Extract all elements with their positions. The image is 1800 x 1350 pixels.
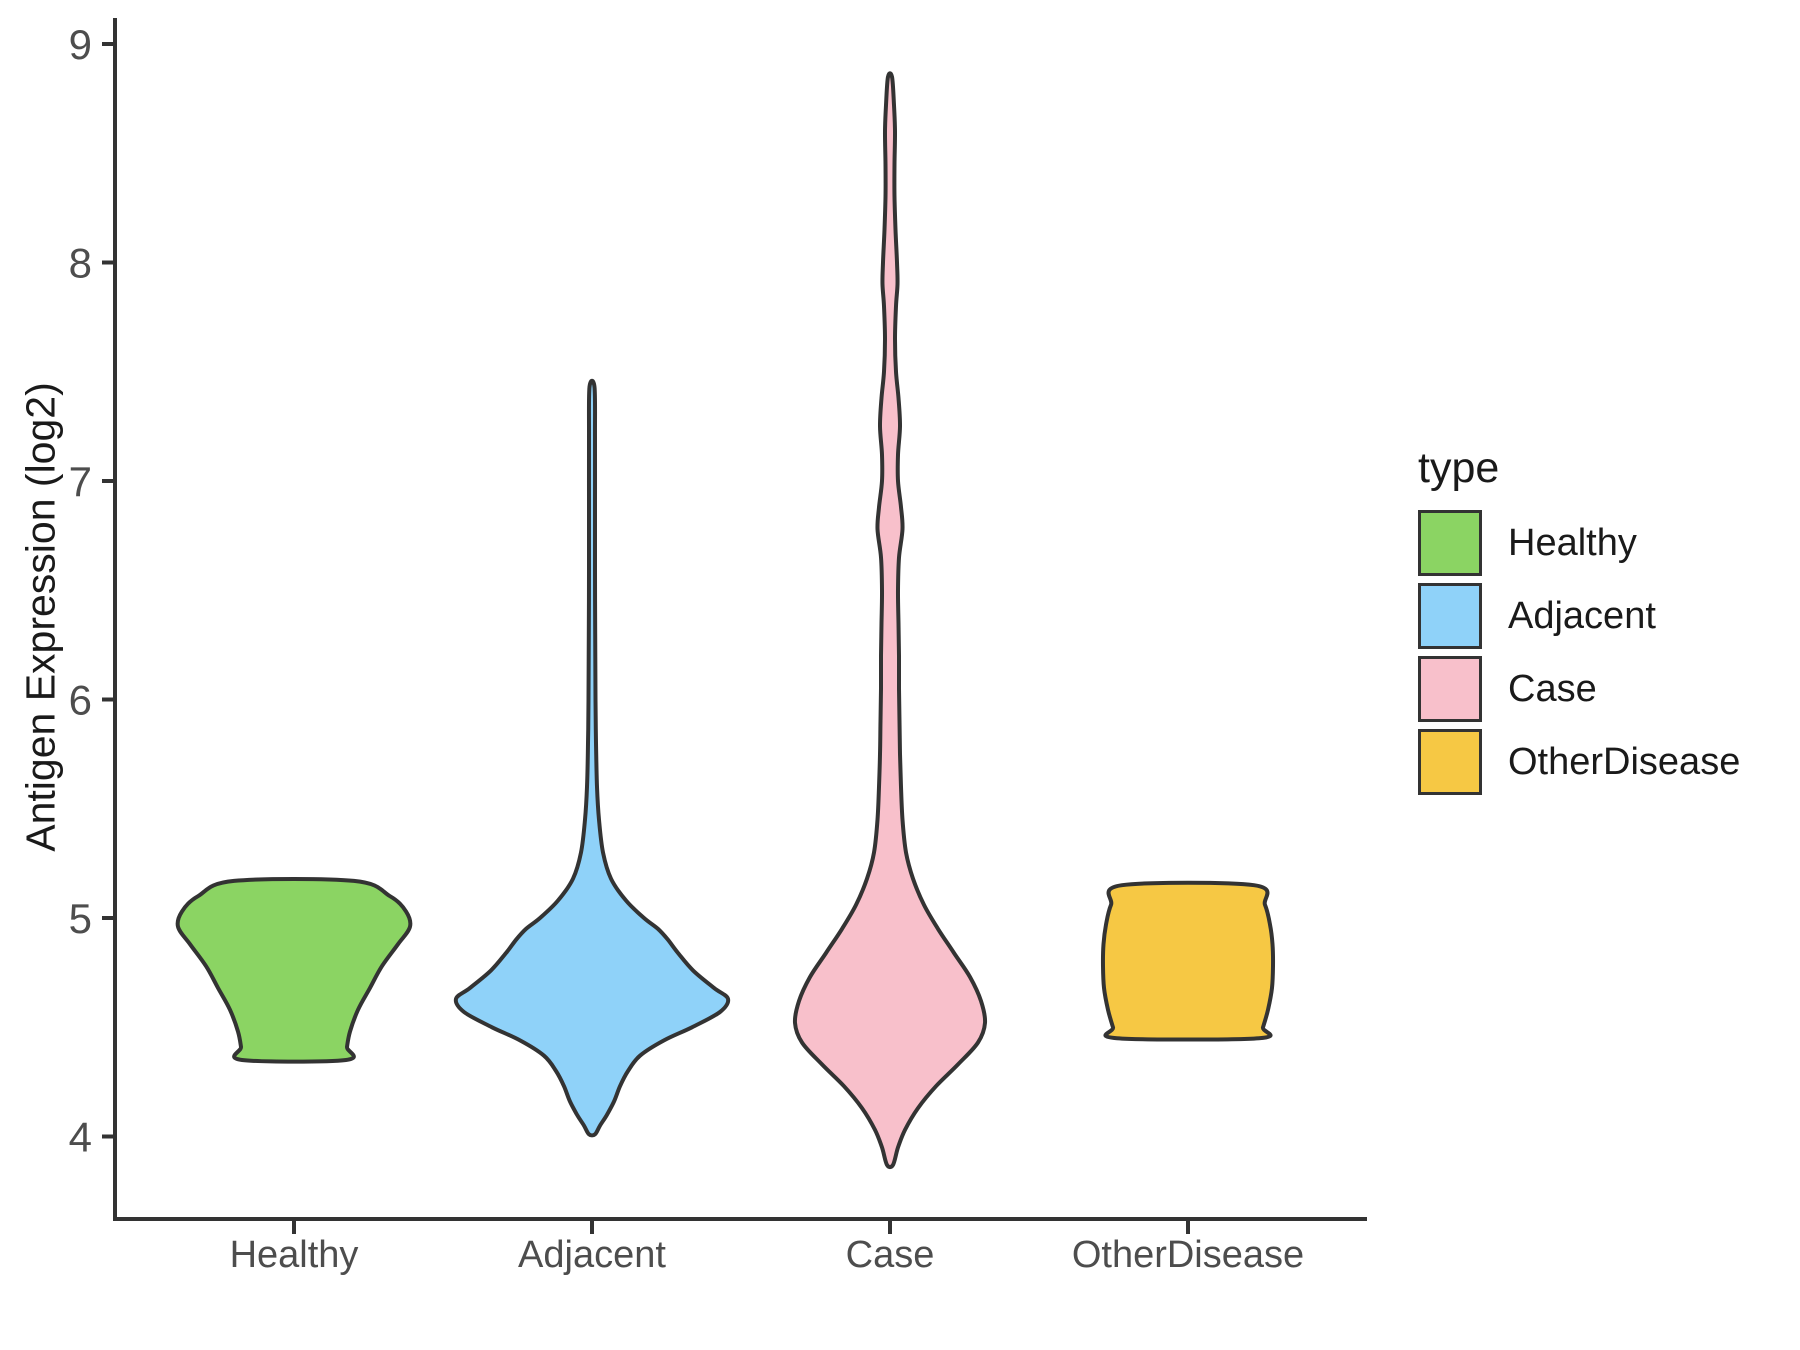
y-tick-label: 8 [69, 240, 92, 287]
legend-swatch [1418, 656, 1482, 722]
legend-swatch [1418, 583, 1482, 649]
x-category-label: OtherDisease [1072, 1234, 1304, 1276]
legend-swatch [1418, 729, 1482, 795]
legend-item-case: Case [1418, 656, 1740, 722]
x-category-label: Case [846, 1234, 935, 1276]
y-tick-label: 5 [69, 895, 92, 942]
legend-label: Healthy [1508, 521, 1637, 564]
legend-label: OtherDisease [1508, 740, 1741, 783]
violin-healthy [175, 876, 413, 1064]
legend-label: Adjacent [1508, 594, 1656, 637]
legend-item-healthy: Healthy [1418, 510, 1740, 576]
violin-otherdisease [1100, 880, 1276, 1042]
y-tick-label: 9 [69, 21, 92, 68]
x-category-label: Adjacent [518, 1234, 666, 1276]
y-tick-label: 7 [69, 458, 92, 505]
legend-swatch [1418, 510, 1482, 576]
violin-adjacent [453, 378, 731, 1138]
legend-label: Case [1508, 667, 1597, 710]
violin-case [792, 71, 988, 1170]
legend-title: type [1418, 444, 1500, 492]
y-tick-label: 4 [69, 1114, 92, 1161]
y-tick-label: 6 [69, 677, 92, 724]
y-axis-title: Antigen Expression (log2) [17, 382, 64, 852]
legend-item-otherdisease: OtherDisease [1418, 729, 1740, 795]
x-category-label: Healthy [230, 1234, 359, 1276]
legend-item-adjacent: Adjacent [1418, 583, 1740, 649]
